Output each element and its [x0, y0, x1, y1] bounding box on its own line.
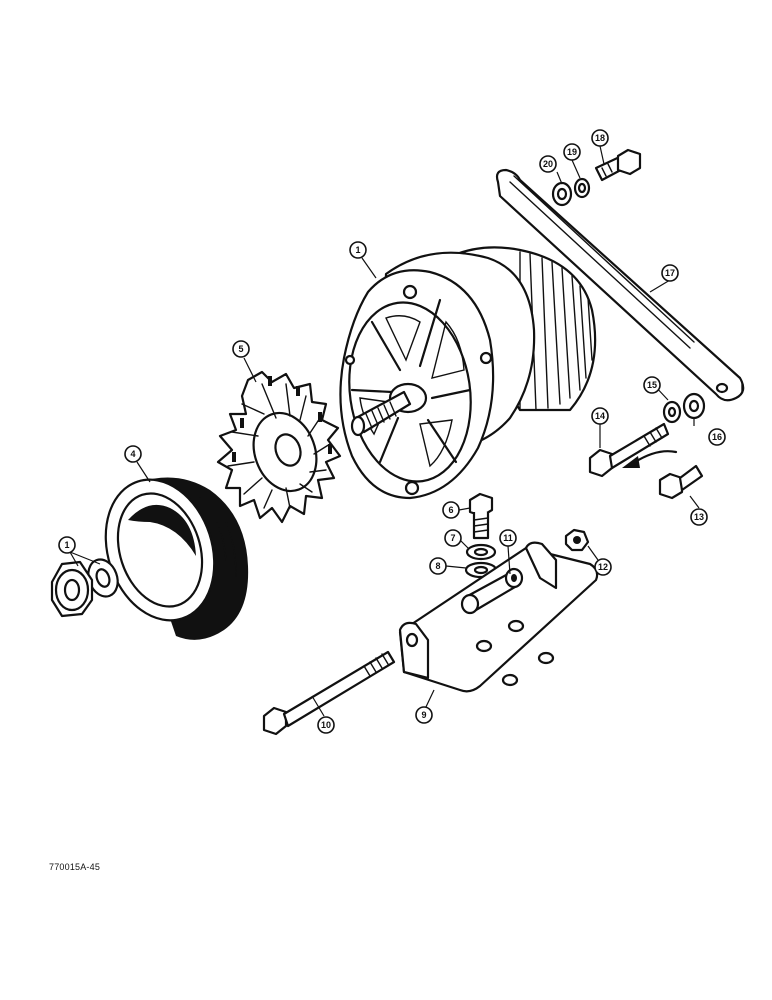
nut-12: [564, 528, 590, 552]
callout-9-bracket: 9: [415, 706, 433, 724]
callout-20-washer: 20: [539, 155, 557, 173]
flat-washer-16: [682, 392, 706, 420]
callout-13-bolt: 13: [690, 508, 708, 526]
svg-text:7: 7: [450, 533, 455, 543]
svg-text:18: 18: [595, 133, 605, 143]
callout-12-nut: 12: [594, 558, 612, 576]
leader-lines: [69, 145, 700, 717]
svg-text:16: 16: [712, 432, 722, 442]
callout-5-fan: 5: [232, 340, 250, 358]
callout-18-bolt: 18: [591, 129, 609, 147]
bolt-18: [594, 148, 642, 182]
svg-text:13: 13: [694, 512, 704, 522]
svg-text:14: 14: [595, 411, 605, 421]
svg-text:9: 9: [421, 710, 426, 720]
svg-text:1: 1: [355, 245, 360, 255]
callout-17-strap: 17: [661, 264, 679, 282]
callout-1-nut: 1: [58, 536, 76, 554]
figure-code: 770015A-45: [49, 862, 101, 872]
svg-text:5: 5: [238, 344, 243, 354]
svg-text:20: 20: [543, 159, 553, 169]
lock-washer-7: [465, 543, 497, 561]
adjusting-strap: [495, 168, 745, 402]
svg-text:12: 12: [598, 562, 608, 572]
svg-text:15: 15: [647, 380, 657, 390]
callout-7-lock-washer: 7: [444, 529, 462, 547]
mounting-bracket: [398, 541, 599, 693]
alternator-body: [339, 246, 597, 500]
hex-nut: [50, 560, 94, 618]
bolt-13: [658, 464, 704, 500]
rotation-arrow: [622, 450, 678, 468]
callout-19-lock-washer: 19: [563, 143, 581, 161]
spacer-11: [460, 567, 524, 615]
fan: [216, 370, 342, 524]
callout-1-alternator: 1: [349, 241, 367, 259]
callout-14-bolt: 14: [591, 407, 609, 425]
callout-16-flat-washer: 16: [708, 428, 726, 446]
callout-4-pulley: 4: [124, 445, 142, 463]
lock-washer-15: [662, 400, 682, 424]
bolt-14: [588, 422, 670, 478]
callout-15-lock-washer: 15: [643, 376, 661, 394]
svg-text:10: 10: [321, 720, 331, 730]
lock-washer-19: [573, 177, 591, 199]
svg-text:17: 17: [665, 268, 675, 278]
svg-text:4: 4: [130, 449, 135, 459]
callout-10-long-bolt: 10: [317, 716, 335, 734]
flat-washer-20: [551, 181, 573, 207]
pulley: [104, 477, 249, 640]
svg-text:19: 19: [567, 147, 577, 157]
callout-8-flat-washer: 8: [429, 557, 447, 575]
svg-text:1: 1: [64, 540, 69, 550]
svg-text:8: 8: [435, 561, 440, 571]
svg-text:11: 11: [503, 533, 513, 543]
bolt-6: [468, 492, 494, 540]
long-bolt-10: [262, 650, 396, 736]
callout-6-bolt: 6: [442, 501, 460, 519]
callout-11-spacer: 11: [499, 529, 517, 547]
svg-text:6: 6: [448, 505, 453, 515]
